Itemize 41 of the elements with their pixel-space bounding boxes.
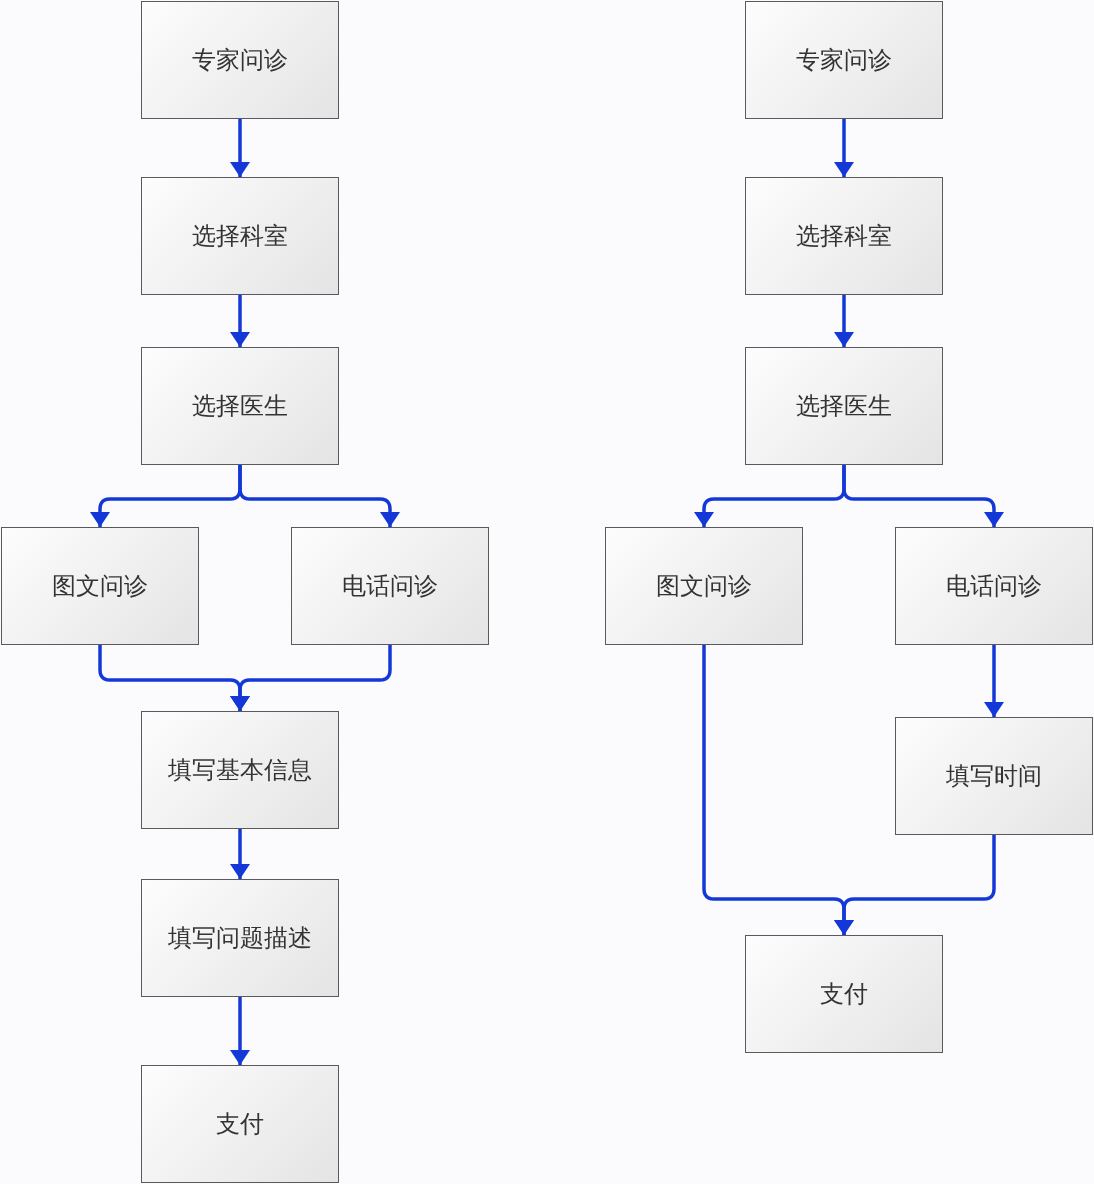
node-label: 图文问诊 xyxy=(656,571,752,602)
node-label: 填写时间 xyxy=(946,761,1042,792)
node-label: 支付 xyxy=(820,979,868,1010)
arrow xyxy=(834,119,854,177)
arrow xyxy=(238,465,400,527)
process-box xyxy=(745,347,943,465)
process-box xyxy=(605,527,803,645)
arrow xyxy=(230,645,392,711)
arrow xyxy=(834,835,996,935)
arrow xyxy=(984,645,1004,717)
node-label: 选择科室 xyxy=(192,221,288,252)
process-box xyxy=(141,711,339,829)
process-box xyxy=(745,1,943,119)
process-box xyxy=(291,527,489,645)
arrow xyxy=(230,997,250,1065)
arrow xyxy=(230,829,250,879)
process-box xyxy=(1,527,199,645)
node-label: 电话问诊 xyxy=(946,571,1042,602)
node-label: 专家问诊 xyxy=(796,45,892,76)
process-box xyxy=(895,527,1093,645)
node-label: 电话问诊 xyxy=(342,571,438,602)
node-label: 填写基本信息 xyxy=(168,755,312,786)
node-label: 选择医生 xyxy=(796,391,892,422)
node-label: 选择科室 xyxy=(796,221,892,252)
arrow xyxy=(842,465,1004,527)
node-label: 支付 xyxy=(216,1109,264,1140)
node-label: 填写问题描述 xyxy=(168,923,312,954)
arrow xyxy=(230,295,250,347)
process-box xyxy=(141,879,339,997)
node-label: 图文问诊 xyxy=(52,571,148,602)
node-label: 专家问诊 xyxy=(192,45,288,76)
process-box xyxy=(141,1,339,119)
process-box xyxy=(745,935,943,1053)
arrow xyxy=(230,119,250,177)
process-box xyxy=(141,347,339,465)
process-box xyxy=(141,177,339,295)
process-box xyxy=(895,717,1093,835)
node-label: 选择医生 xyxy=(192,391,288,422)
process-box xyxy=(745,177,943,295)
arrow xyxy=(834,295,854,347)
process-box xyxy=(141,1065,339,1183)
